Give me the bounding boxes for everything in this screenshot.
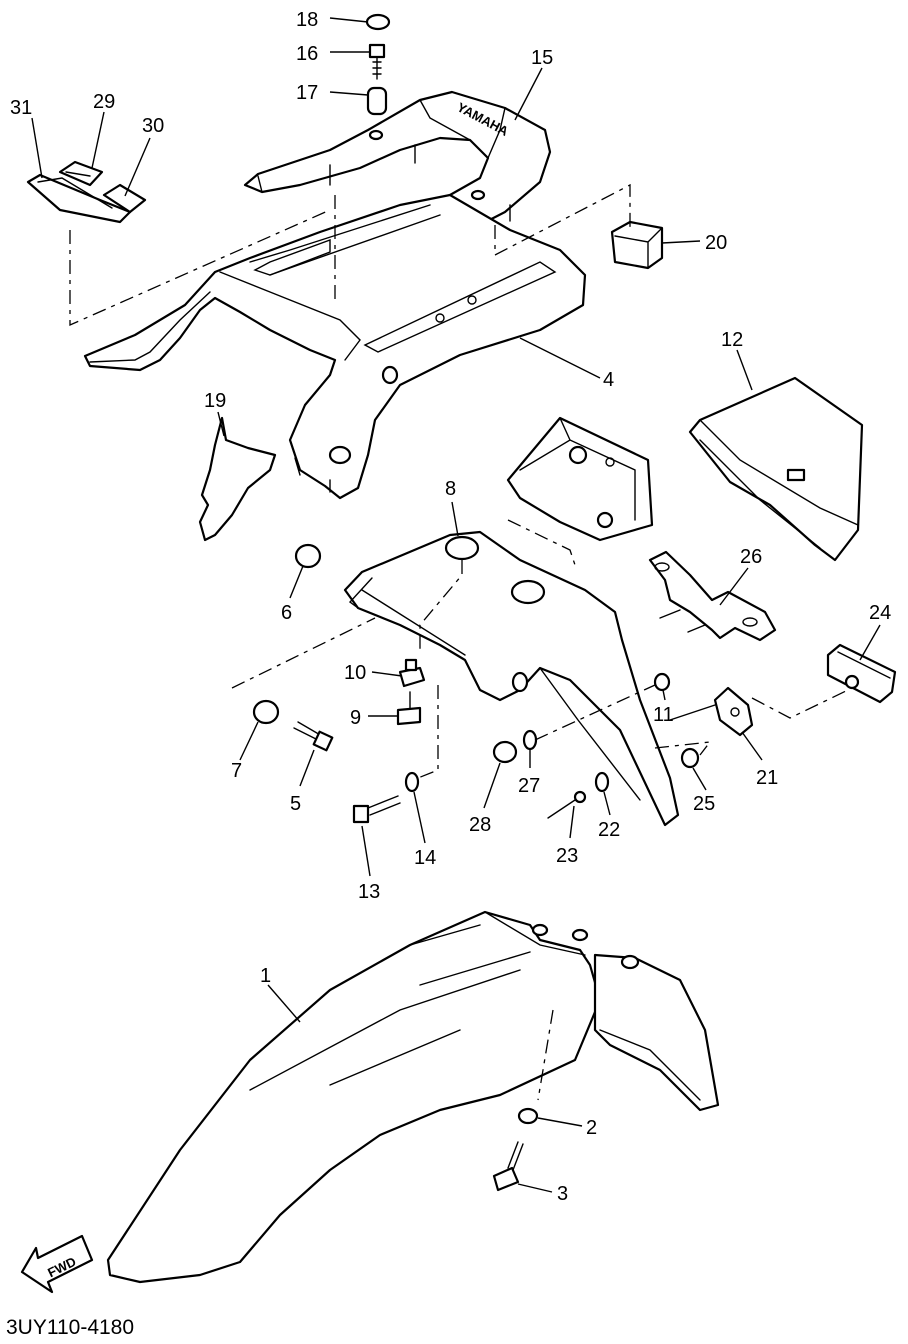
callout-30: 30 [142, 115, 164, 137]
callout-1: 1 [260, 965, 271, 987]
callout-4: 4 [603, 369, 614, 391]
small-hardware [252, 13, 700, 1192]
callout-8: 8 [445, 478, 456, 500]
callout-28: 28 [469, 814, 491, 836]
callout-12: 12 [721, 329, 743, 351]
forward-arrow-icon: FWD [20, 1234, 94, 1294]
callout-7: 7 [231, 760, 242, 782]
callout-22: 22 [598, 819, 620, 841]
pad-part-19 [198, 416, 277, 542]
callout-25: 25 [693, 793, 715, 815]
callout-26: 26 [740, 546, 762, 568]
callout-2: 2 [586, 1117, 597, 1139]
bracket-box [506, 416, 654, 542]
callout-6: 6 [281, 602, 292, 624]
diagram-code: 3UY110-4180 [6, 1316, 134, 1339]
decals-parts-29-30-31 [26, 160, 147, 224]
reflector-part-24 [826, 643, 897, 704]
callout-3: 3 [557, 1183, 568, 1205]
callout-13: 13 [358, 881, 380, 903]
rear-fender-bracket-part-8 [343, 530, 680, 827]
leader-lines [31, 17, 881, 1193]
callout-29: 29 [93, 91, 115, 113]
callout-24: 24 [869, 602, 891, 624]
callout-27: 27 [518, 775, 540, 797]
callout-23: 23 [556, 845, 578, 867]
tool-box-part-12 [688, 376, 864, 562]
callout-11: 11 [653, 704, 674, 726]
callout-labels: 18 16 17 15 29 31 30 20 4 12 19 8 26 6 2… [10, 9, 891, 1205]
assembly-lines [69, 183, 849, 1101]
rear-cowl-part-4 [83, 193, 587, 500]
reflector-bracket-part-21 [669, 686, 754, 737]
callout-31: 31 [10, 97, 32, 119]
callout-14: 14 [414, 847, 436, 869]
callout-15: 15 [531, 47, 553, 69]
callout-18: 18 [296, 9, 318, 31]
sponge-part-20 [610, 220, 664, 270]
callout-20: 20 [705, 232, 727, 254]
callout-16: 16 [296, 43, 318, 65]
callout-5: 5 [290, 793, 301, 815]
callout-10: 10 [344, 662, 366, 684]
stay-part-26 [648, 550, 777, 642]
callout-9: 9 [350, 707, 361, 729]
callout-21: 21 [756, 767, 778, 789]
callout-19: 19 [204, 390, 226, 412]
callout-17: 17 [296, 82, 318, 104]
rear-fender-part-1 [106, 910, 720, 1284]
